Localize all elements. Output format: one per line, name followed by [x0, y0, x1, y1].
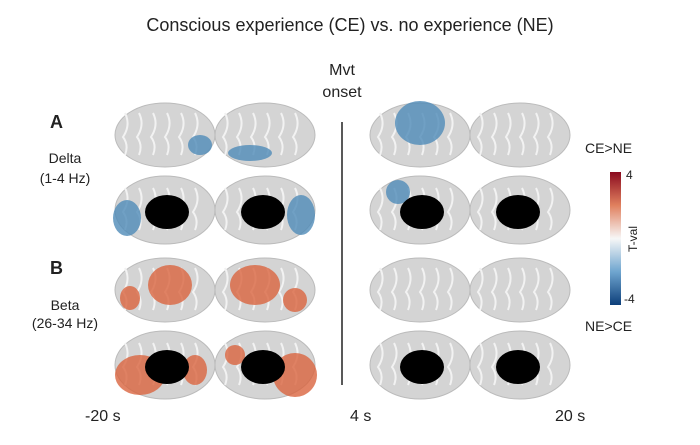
- medial-brain-view: [369, 330, 471, 400]
- lateral-brain-view: [369, 257, 471, 323]
- colorbar-top-label: CE>NE: [585, 140, 633, 156]
- medial-wall-mask: [400, 195, 444, 229]
- medial-wall-mask: [400, 350, 444, 384]
- positive-activation-patch: [225, 345, 245, 365]
- medial-wall-mask: [145, 195, 189, 229]
- medial-wall-mask: [496, 195, 540, 229]
- positive-activation-patch: [183, 355, 207, 385]
- panel-b-range: (26-34 Hz): [31, 315, 99, 331]
- lateral-brain-view: [214, 257, 316, 323]
- negative-activation-patch: [287, 195, 315, 235]
- onset-label-line2: onset: [322, 84, 362, 101]
- panel-b-band: Beta: [50, 297, 80, 313]
- lateral-brain-view: [469, 257, 571, 323]
- lateral-brain-view: [114, 102, 216, 168]
- onset-label-line1: Mvt: [329, 62, 355, 79]
- colorbar-min: -4: [624, 292, 635, 306]
- positive-activation-patch: [230, 265, 280, 305]
- negative-activation-patch: [395, 101, 445, 145]
- positive-activation-patch: [120, 286, 140, 310]
- colorbar-title: T-val: [626, 225, 641, 253]
- lateral-brain-view: [214, 102, 316, 168]
- colorbar: [610, 172, 621, 305]
- colorbar-bottom-label: NE>CE: [585, 318, 633, 334]
- time-label-mid: 4 s: [350, 408, 372, 425]
- figure-title: Conscious experience (CE) vs. no experie…: [146, 15, 554, 35]
- medial-brain-view: [113, 175, 216, 245]
- medial-wall-mask: [145, 350, 189, 384]
- medial-wall-mask: [241, 195, 285, 229]
- panel-b-letter: B: [50, 258, 63, 278]
- medial-brain-view: [214, 175, 316, 245]
- medial-brain-view: [214, 330, 317, 400]
- negative-activation-patch: [228, 145, 272, 161]
- positive-activation-patch: [148, 265, 192, 305]
- medial-wall-mask: [496, 350, 540, 384]
- lateral-brain-view: [369, 101, 471, 168]
- panel-a-band: Delta: [48, 150, 82, 166]
- negative-activation-patch: [113, 200, 141, 236]
- panel-a-range: (1-4 Hz): [39, 170, 91, 186]
- time-label-end: 20 s: [555, 408, 586, 425]
- medial-brain-view: [469, 175, 571, 245]
- medial-wall-mask: [241, 350, 285, 384]
- lateral-brain-view: [114, 257, 216, 323]
- positive-activation-patch: [283, 288, 307, 312]
- panel-a-letter: A: [50, 112, 63, 132]
- lateral-brain-view: [469, 102, 571, 168]
- medial-brain-view: [469, 330, 571, 400]
- medial-brain-view: [114, 330, 216, 400]
- medial-brain-view: [369, 175, 471, 245]
- negative-activation-patch: [188, 135, 212, 155]
- colorbar-max: 4: [626, 168, 633, 182]
- negative-activation-patch: [386, 180, 410, 204]
- time-label-start: -20 s: [85, 408, 121, 425]
